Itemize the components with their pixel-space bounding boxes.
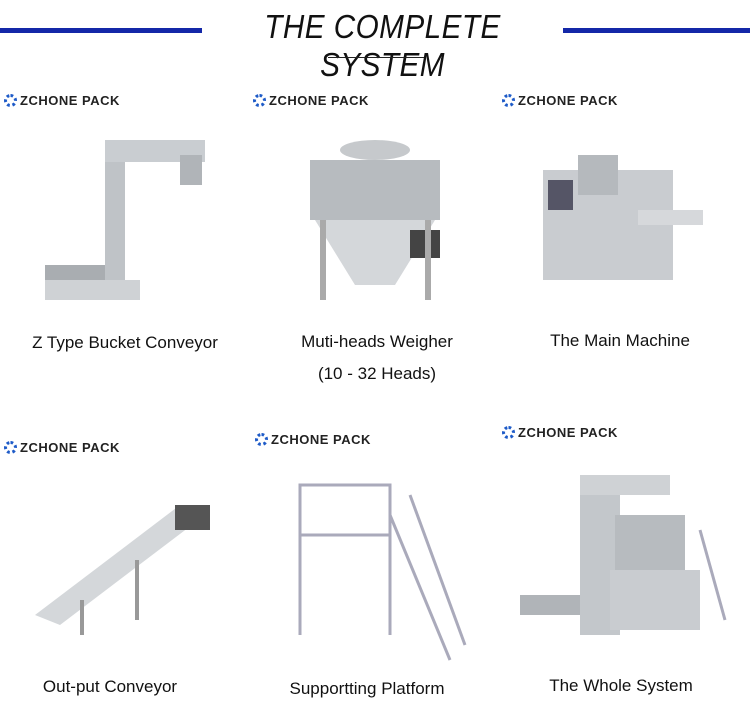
multihead-weigher-image [310, 140, 440, 300]
title-bar-left [0, 28, 202, 33]
page-title: THE COMPLETE SYSTEM [264, 8, 501, 83]
caption-bucket-conveyor: Z Type Bucket Conveyor [32, 333, 218, 352]
whole-system-image [520, 475, 727, 635]
brand-logo: ZCHONE PACK [4, 93, 120, 108]
caption-multihead-heads: (10 - 32 Heads) [317, 364, 437, 383]
gear-logo-icon [253, 94, 266, 107]
brand-name: ZCHONE PACK [20, 440, 120, 455]
brand-logo: ZCHONE PACK [255, 432, 371, 447]
gear-logo-icon [4, 94, 17, 107]
brand-logo: ZCHONE PACK [253, 93, 369, 108]
title-bar-right [563, 28, 750, 33]
brand-name: ZCHONE PACK [271, 432, 371, 447]
brand-name: ZCHONE PACK [269, 93, 369, 108]
gear-logo-icon [4, 441, 17, 454]
output-conveyor-image [35, 505, 210, 635]
caption-main-machine: The Main Machine [550, 331, 690, 350]
main-machine-image [543, 155, 703, 280]
brand-logo: ZCHONE PACK [502, 425, 618, 440]
gear-logo-icon [255, 433, 268, 446]
brand-name: ZCHONE PACK [518, 425, 618, 440]
brand-logo: ZCHONE PACK [4, 440, 120, 455]
brand-logo: ZCHONE PACK [502, 93, 618, 108]
caption-whole-system: The Whole System [549, 676, 693, 695]
bucket-conveyor-image [45, 140, 205, 300]
caption-multihead-weigher: Muti-heads Weigher [301, 332, 453, 351]
brand-name: ZCHONE PACK [518, 93, 618, 108]
brand-name: ZCHONE PACK [20, 93, 120, 108]
caption-platform: Supportting Platform [289, 679, 445, 698]
caption-output-conveyor: Out-put Conveyor [42, 677, 178, 696]
gear-logo-icon [502, 94, 515, 107]
title-underline [328, 57, 424, 58]
gear-logo-icon [502, 426, 515, 439]
platform-image [298, 483, 467, 661]
